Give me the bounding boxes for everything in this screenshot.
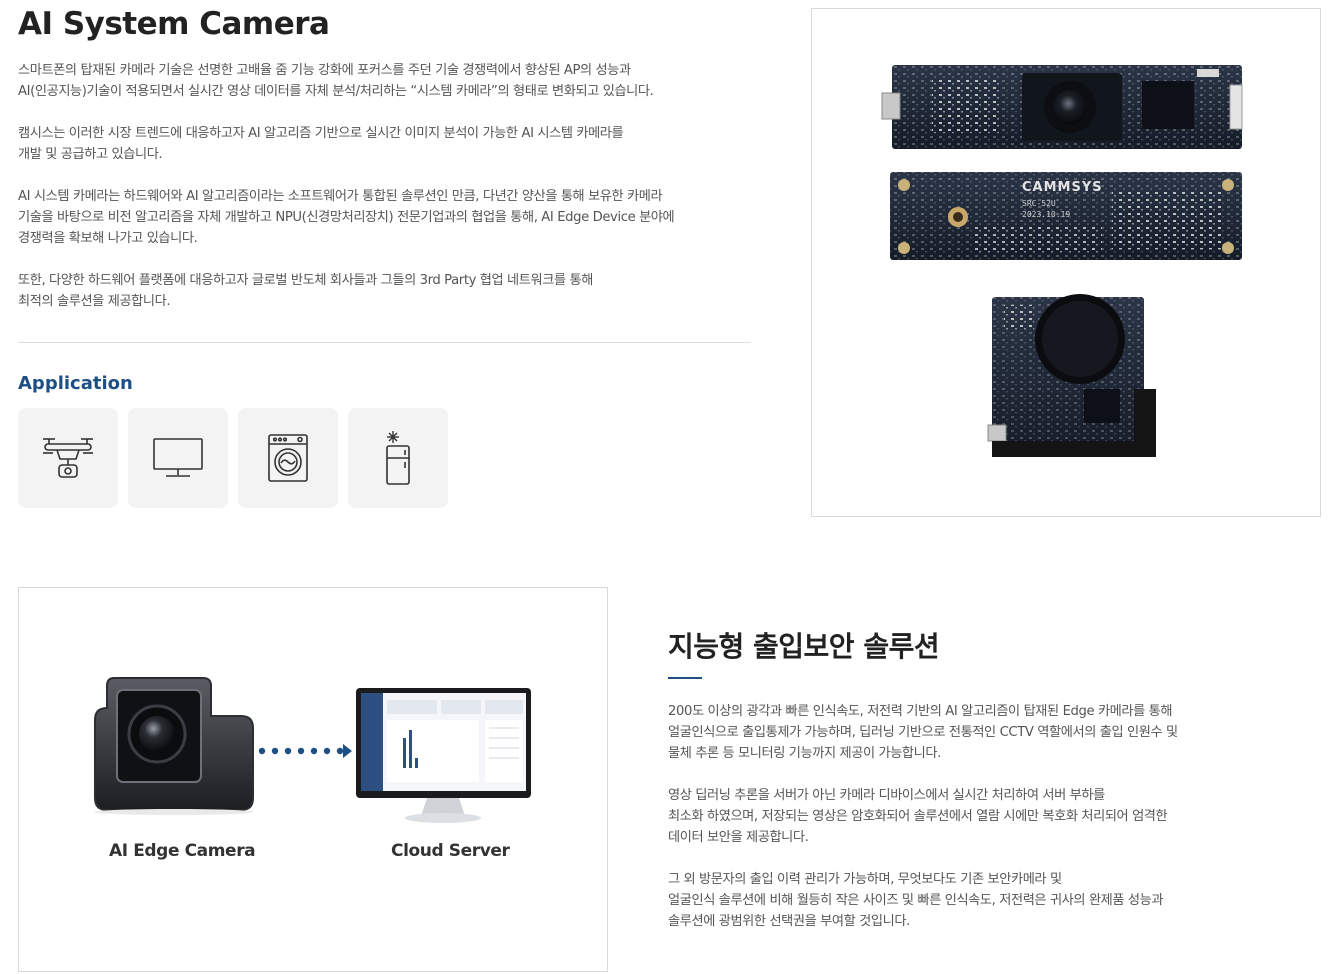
intro-paragraph: 스마트폰의 탑재된 카메라 기술은 선명한 고배율 줌 기능 강화에 포커스를 … — [18, 63, 654, 99]
intro-paragraph: 캠시스는 이러한 시장 트렌드에 대응하고자 AI 알고리즘 기반으로 실시간 … — [18, 126, 624, 162]
refrigerator-icon — [386, 431, 410, 485]
washing-machine-icon — [268, 434, 308, 482]
application-tile-monitor — [128, 408, 228, 508]
diagram-graphics — [94, 677, 531, 823]
data-flow-arrow — [258, 744, 352, 758]
solution-description: 200도 이상의 광각과 빠른 인식속도, 저전력 기반의 AI 알고리즘이 탑… — [668, 701, 1288, 953]
camera-board-back: CAMMSYS SRC-52U 2023.10.19 — [890, 172, 1242, 260]
camera-board-front — [881, 65, 1243, 149]
solution-paragraph: 영상 딥러닝 추론을 서버가 아닌 카메라 디바이스에서 실시간 처리하여 서버… — [668, 788, 1168, 845]
solution-title: 지능형 출입보안 솔루션 — [668, 630, 940, 663]
edge-camera-diagram: AI Edge Camera Cloud Server — [18, 587, 608, 972]
page-title: AI System Camera — [18, 6, 330, 42]
application-heading: Application — [18, 373, 133, 394]
application-tile-washing-machine — [238, 408, 338, 508]
intro-text: 스마트폰의 탑재된 카메라 기술은 선명한 고배율 줌 기능 강화에 포커스를 … — [18, 60, 758, 333]
ai-edge-camera-icon — [94, 677, 254, 811]
section-divider — [18, 342, 751, 343]
board-date-label: 2023.10.19 — [1022, 210, 1070, 219]
solution-title-underline — [668, 677, 702, 679]
monitor-icon — [153, 438, 203, 477]
intro-paragraph: AI 시스템 카메라는 하드웨어와 AI 알고리즘이라는 소프트웨어가 통합된 … — [18, 189, 675, 246]
solution-paragraph: 200도 이상의 광각과 빠른 인식속도, 저전력 기반의 AI 알고리즘이 탑… — [668, 704, 1178, 761]
camera-board-square — [987, 294, 1156, 457]
board-model-label: SRC-52U — [1022, 199, 1056, 208]
solution-paragraph: 그 외 방문자의 출입 이력 관리가 가능하며, 무엇보다도 기존 보안카메라 … — [668, 872, 1164, 929]
product-image-panel: CAMMSYS SRC-52U 2023.10.19 — [811, 8, 1321, 517]
ai-edge-camera-label: AI Edge Camera — [109, 841, 256, 861]
application-tile-refrigerator — [348, 408, 448, 508]
application-tile-drone — [18, 408, 118, 508]
cloud-server-monitor-icon — [356, 688, 531, 823]
application-icon-list — [18, 408, 448, 508]
cloud-server-label: Cloud Server — [391, 841, 510, 861]
drone-icon — [43, 438, 93, 478]
intro-paragraph: 또한, 다양한 하드웨어 플랫폼에 대응하고자 글로벌 반도체 회사들과 그들의… — [18, 273, 593, 309]
board-brand-label: CAMMSYS — [1022, 180, 1103, 195]
camera-module-boards-image: CAMMSYS SRC-52U 2023.10.19 — [881, 65, 1243, 457]
